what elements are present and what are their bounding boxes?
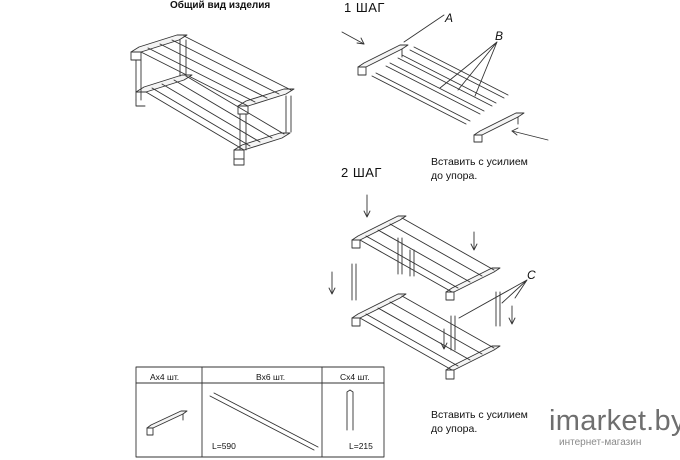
step1-drawing (341, 14, 549, 143)
part-b-length: L=590 (212, 441, 236, 451)
general-view-title: Общий вид изделия (170, 0, 271, 11)
step1-title: 1 ШАГ (344, 0, 385, 15)
step2-drawing (328, 194, 528, 380)
assembled-shelf-drawing (130, 34, 295, 166)
step2-note-line2: до упора. (431, 423, 478, 435)
step1-note-line2: до упора. (431, 170, 478, 182)
watermark-brand: imarket.by (549, 405, 680, 437)
label-a: A (445, 11, 454, 25)
parts-table (135, 366, 385, 458)
label-b: B (495, 29, 504, 43)
part-c-count: Cx4 шт. (340, 372, 370, 382)
step1-note-line1: Вставить с усилием (431, 156, 528, 168)
watermark-subtitle: интернет-магазин (559, 437, 642, 448)
label-c: C (527, 268, 536, 282)
part-b-count: Bx6 шт. (256, 372, 286, 382)
step2-title: 2 ШАГ (341, 165, 382, 180)
step2-note-line1: Вставить с усилием (431, 409, 528, 421)
step2-note: Вставить с усилием до упора. (431, 408, 528, 436)
part-a-count: Ax4 шт. (150, 372, 180, 382)
part-c-length: L=215 (349, 441, 373, 451)
step1-note: Вставить с усилием до упора. (431, 155, 528, 183)
